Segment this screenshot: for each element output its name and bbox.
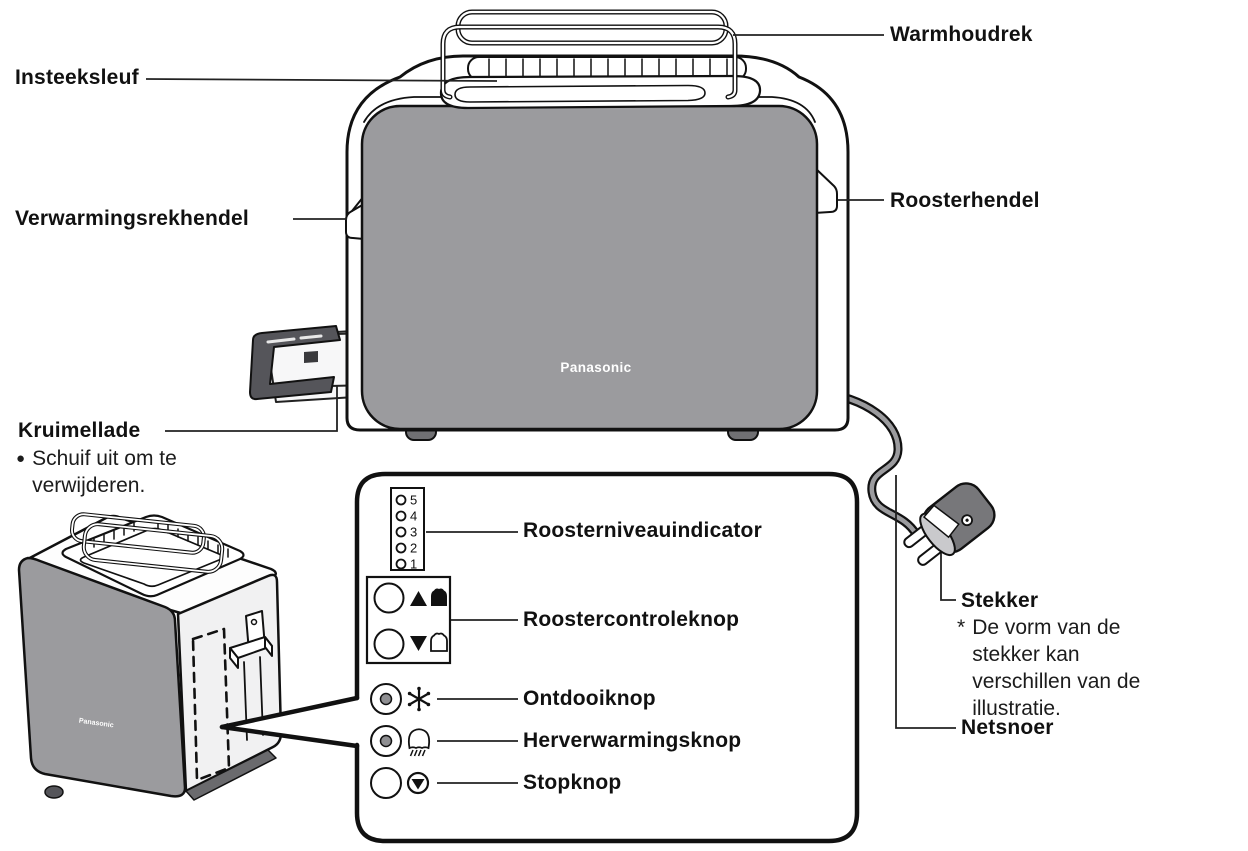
bullet-icon: ● <box>16 450 26 467</box>
label-ontdooiknop: Ontdooiknop <box>523 687 656 710</box>
warming-rack-illustration <box>440 9 738 100</box>
triangle-down-icon <box>410 636 427 651</box>
small-warming-rack <box>69 512 225 574</box>
indicator-level-3: 3 <box>410 525 417 540</box>
label-warmhoudrek: Warmhoudrek <box>890 23 1033 46</box>
leader-insteeksleuf <box>145 78 498 82</box>
indicator-level-4: 4 <box>410 509 417 524</box>
brand-logo: Panasonic <box>560 360 631 375</box>
main-toaster-illustration: Panasonic <box>249 9 921 539</box>
label-insteeksleuf: Insteeksleuf <box>15 66 139 89</box>
plug-illustration <box>903 482 996 566</box>
label-stopknop: Stopknop <box>523 771 622 794</box>
leader-stekker <box>940 552 956 601</box>
dark-toast-icon <box>431 588 447 606</box>
label-roosterniveauindicator: Roosterniveauindicator <box>523 519 762 542</box>
note-kruimellade: ● Schuif uit om te verwijderen. <box>16 445 188 499</box>
control-panel-highlight <box>191 627 231 782</box>
label-netsnoer: Netsnoer <box>961 716 1054 739</box>
small-toaster-illustration: Panasonic <box>17 512 283 801</box>
note-stekker: * De vorm van de stekker kan verschillen… <box>957 614 1181 722</box>
triangle-up-icon <box>410 591 427 606</box>
indicator-level-2: 2 <box>410 541 417 556</box>
leader-kruimellade <box>165 385 338 432</box>
asterisk-marker: * <box>957 616 966 639</box>
toasting-lever-illustration <box>813 166 838 214</box>
label-verwarmingsrekhendel: Verwarmingsrekhendel <box>15 207 249 230</box>
indicator-level-1: 1 <box>410 557 417 572</box>
note-stekker-text: De vorm van de stekker kan verschillen v… <box>972 616 1141 720</box>
brand-logo-small: Panasonic <box>78 718 114 730</box>
leader-netsnoer <box>895 475 956 729</box>
stop-icon <box>406 771 430 795</box>
small-toaster-lever <box>229 610 273 741</box>
function-buttons <box>370 683 431 799</box>
leader-lines <box>145 34 956 784</box>
label-kruimellade: Kruimellade <box>18 419 141 442</box>
power-cord-illustration <box>813 387 921 539</box>
crumb-tray-illustration <box>249 325 372 403</box>
label-roosterhendel: Roosterhendel <box>890 189 1040 212</box>
toaster-front-panel <box>360 104 819 431</box>
reheat-steam-icon <box>407 728 431 757</box>
browning-level-indicator: 5 4 3 2 1 <box>390 487 425 572</box>
callout-box <box>219 471 860 844</box>
snowflake-icon <box>407 686 431 712</box>
browning-control-buttons <box>365 575 452 665</box>
light-toast-icon <box>430 632 448 652</box>
indicator-level-5: 5 <box>410 493 417 508</box>
label-roostercontroleknop: Roostercontroleknop <box>523 608 740 631</box>
note-kruimellade-text: Schuif uit om te verwijderen. <box>32 447 177 497</box>
label-stekker: Stekker <box>961 589 1039 612</box>
label-herverwarmingsknop: Herverwarmingsknop <box>523 729 742 752</box>
